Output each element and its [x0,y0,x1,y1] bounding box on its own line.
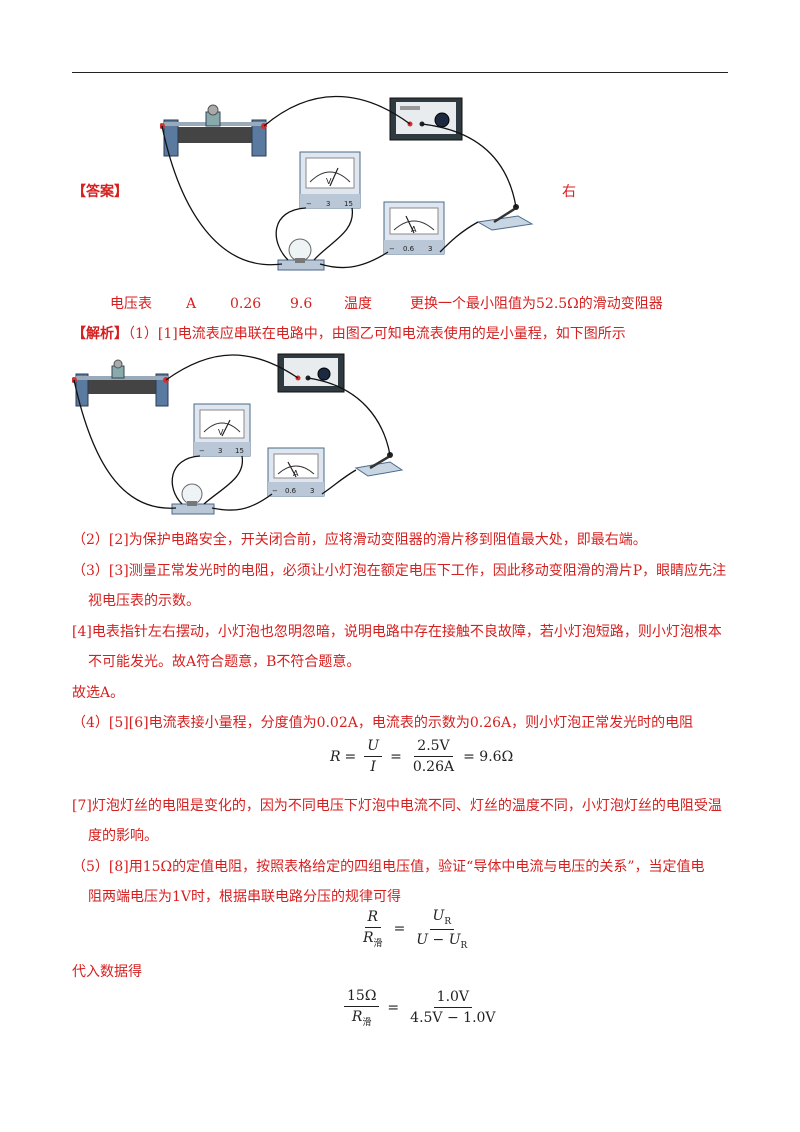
analysis-p2: （2）[2]为保护电路安全，开关闭合前，应将滑动变阻器的滑片移到阻值最大处，即最… [72,532,647,548]
answer-right-word: 右 [562,184,576,200]
eq3-num-left: 15Ω [344,988,380,1007]
eq2-num-left: R [364,909,382,929]
eq1-equals-2: = [390,748,402,765]
analysis-p8b: 阻两端电压为1V时，根据串联电路分压的规律可得 [88,889,402,905]
analysis-p1: 【解析】（1）[1]电流表应串联在电路中，由图乙可知电流表使用的是小量程，如下图… [72,324,626,344]
circuit-wires [73,354,391,511]
rheostat-icon [160,104,267,157]
analysis-p7b: 度的影响。 [88,828,158,844]
eq2-fraction-left: R R滑 [360,909,386,949]
answer-item-resistance: 9.6 [290,296,313,312]
eq2-num-right-sub: R [444,916,452,927]
ammeter-tick: 0.6 [285,487,297,495]
eq1-lhs: R [330,748,341,765]
switch-icon [354,452,404,477]
eq3-fraction-right: 1.0V 4.5V − 1.0V [407,989,498,1026]
eq3-num-right: 1.0V [433,989,473,1009]
ammeter-tick: 3 [310,487,314,495]
voltmeter-tick: 3 [218,447,222,455]
circuit-wires [161,95,517,269]
header-rule [72,72,728,73]
eq3-fraction-left: 15Ω R滑 [344,988,380,1028]
ammeter-tick: 3 [428,245,432,253]
ammeter-tick: 0.6 [403,245,415,253]
power-supply-icon [389,97,463,141]
ammeter-tick: − [389,245,395,253]
eq1-fraction-symbolic: U I [364,738,383,775]
switch-icon [476,204,534,231]
analysis-p1-text: （1）[1]电流表应串联在电路中，由图乙可知电流表使用的是小量程，如下图所示 [128,326,626,342]
analysis-p4b: 不可能发光。故A符合题意，B不符合题意。 [88,654,361,670]
answer-label: 【答案】 [72,184,128,200]
eq2-equals: = [393,921,406,938]
eq3-den-right: 4.5V − 1.0V [410,1010,496,1027]
eq1-num1: U [364,738,383,757]
voltmeter-tick: − [306,200,312,208]
eq2-den-left: R [363,930,374,947]
eq1-result: = 9.6Ω [463,748,514,765]
eq2-num-right: U [432,908,445,924]
voltmeter-icon: V − 3 15 [193,403,251,457]
eq3-den-left-sub: 滑 [362,1017,372,1028]
eq2-den-left-sub: 滑 [373,939,383,950]
rheostat-icon [72,359,169,407]
equation-resistance: R = U I = 2.5V 0.26A = 9.6Ω [330,738,513,775]
circuit-diagram-answer: V − 3 15 A − 0.6 3 [160,95,534,271]
ammeter-symbol: A [411,225,417,234]
voltmeter-symbol: V [326,177,332,186]
answer-item-voltmeter: 电压表 [110,296,152,312]
voltmeter-tick: − [199,447,205,455]
power-supply-icon [277,353,345,393]
eq1-den1: I [370,759,376,775]
eq1-equals: = [344,748,357,765]
analysis-p6: （4）[5][6]电流表接小量程，分度值为0.02A，电流表的示数为0.26A，… [72,715,694,731]
answer-item-rheostat: 更换一个最小阻值为52.5Ω的滑动变阻器 [410,296,663,312]
voltmeter-tick: 15 [235,447,244,455]
answer-item-a: A [186,296,197,312]
analysis-p7a: [7]灯泡灯丝的电阻是变化的，因为不同电压下灯泡中电流不同、灯丝的温度不同，小灯… [72,798,722,814]
lamp-icon [277,238,325,271]
eq2-fraction-right: UR U − UR [413,908,470,951]
eq2-den-right-sub: R [460,940,468,951]
eq1-num2: 2.5V [414,738,453,757]
eq2-den-right: U − U [416,931,461,948]
analysis-p9: 代入数据得 [72,964,142,980]
eq1-den2: 0.26A [412,759,455,775]
ammeter-tick: − [272,487,278,495]
analysis-p4a: [4]电表指针左右摆动，小灯泡也忽明忽暗，说明电路中存在接触不良故障，若小灯泡短… [72,624,722,640]
ammeter-icon: A − 0.6 3 [383,201,445,255]
equation-divider: R R滑 = UR U − UR [356,908,474,951]
voltmeter-tick: 3 [326,200,330,208]
voltmeter-tick: 15 [344,200,353,208]
answer-item-temperature: 温度 [344,296,372,312]
lamp-icon [171,483,215,515]
eq3-equals: = [387,999,400,1016]
circuit-diagram-analysis: V − 3 15 A − 0.6 3 [72,353,404,515]
eq3-den-left: R [351,1009,363,1025]
analysis-label: 【解析】 [72,326,128,342]
ammeter-symbol: A [293,469,299,478]
voltmeter-symbol: V [218,428,224,437]
voltmeter-icon: V − 3 15 [299,151,361,209]
analysis-p3a: （3）[3]测量正常发光时的电阻，必须让小灯泡在额定电压下工作，因此移动变阻滑的… [72,563,727,579]
eq1-fraction-numeric: 2.5V 0.26A [410,738,457,775]
equation-substitution: 15Ω R滑 = 1.0V 4.5V − 1.0V [340,988,503,1028]
analysis-p8a: （5）[8]用15Ω的定值电阻，按照表格给定的四组电压值，验证“导体中电流与电压… [72,859,705,875]
analysis-p5: 故选A。 [72,685,125,701]
ammeter-icon: A − 0.6 3 [267,447,325,497]
answer-item-current: 0.26 [230,296,262,312]
analysis-p3b: 视电压表的示数。 [88,593,200,609]
